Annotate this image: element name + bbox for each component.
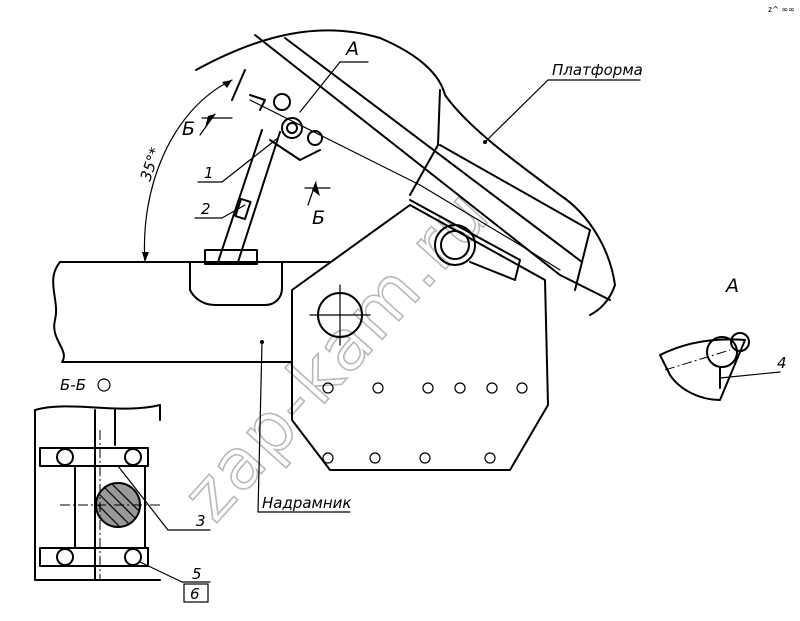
tilt-angle-dimension: 35°* <box>137 79 233 263</box>
section-b-bottom-label: Б <box>312 207 325 229</box>
item-2-label: 2 <box>201 200 211 218</box>
section-b-top-label: Б <box>182 118 195 140</box>
item-6-label: 6 <box>190 585 200 603</box>
view-a-label-top: А <box>344 38 359 60</box>
callout-view-a: А <box>299 38 369 113</box>
section-title: Б-Б <box>60 376 86 394</box>
platform-body <box>195 29 616 316</box>
support-strut <box>217 93 323 263</box>
view-a-label-detail: А <box>724 275 739 297</box>
platform-label: Платформа <box>552 61 643 79</box>
leader-frame: Надрамник <box>257 340 352 513</box>
detail-view-a: А 4 <box>659 275 787 401</box>
frame-beam <box>52 249 331 363</box>
watermark: zap-kam.ru <box>167 173 506 536</box>
section-b-b: Б-Б 3 5 6 <box>34 376 211 603</box>
leader-platform: Платформа <box>483 61 643 144</box>
bolt-holes-row-2 <box>322 452 496 464</box>
section-marker-bottom: Б <box>304 181 331 229</box>
item-5-label: 5 <box>192 565 202 583</box>
section-marker-top: Б <box>182 113 233 140</box>
item-3-label: 3 <box>196 512 206 530</box>
item-1-label: 1 <box>204 164 214 182</box>
frame-label: Надрамник <box>262 494 352 512</box>
corner-mark: z^ ∞∞ <box>768 5 795 14</box>
bolt-holes-row-1 <box>322 382 528 394</box>
leader-item-1: 1 <box>197 137 279 183</box>
leader-item-2: 2 <box>194 200 246 219</box>
mounting-plate <box>291 204 549 471</box>
item-4-label: 4 <box>777 354 787 372</box>
